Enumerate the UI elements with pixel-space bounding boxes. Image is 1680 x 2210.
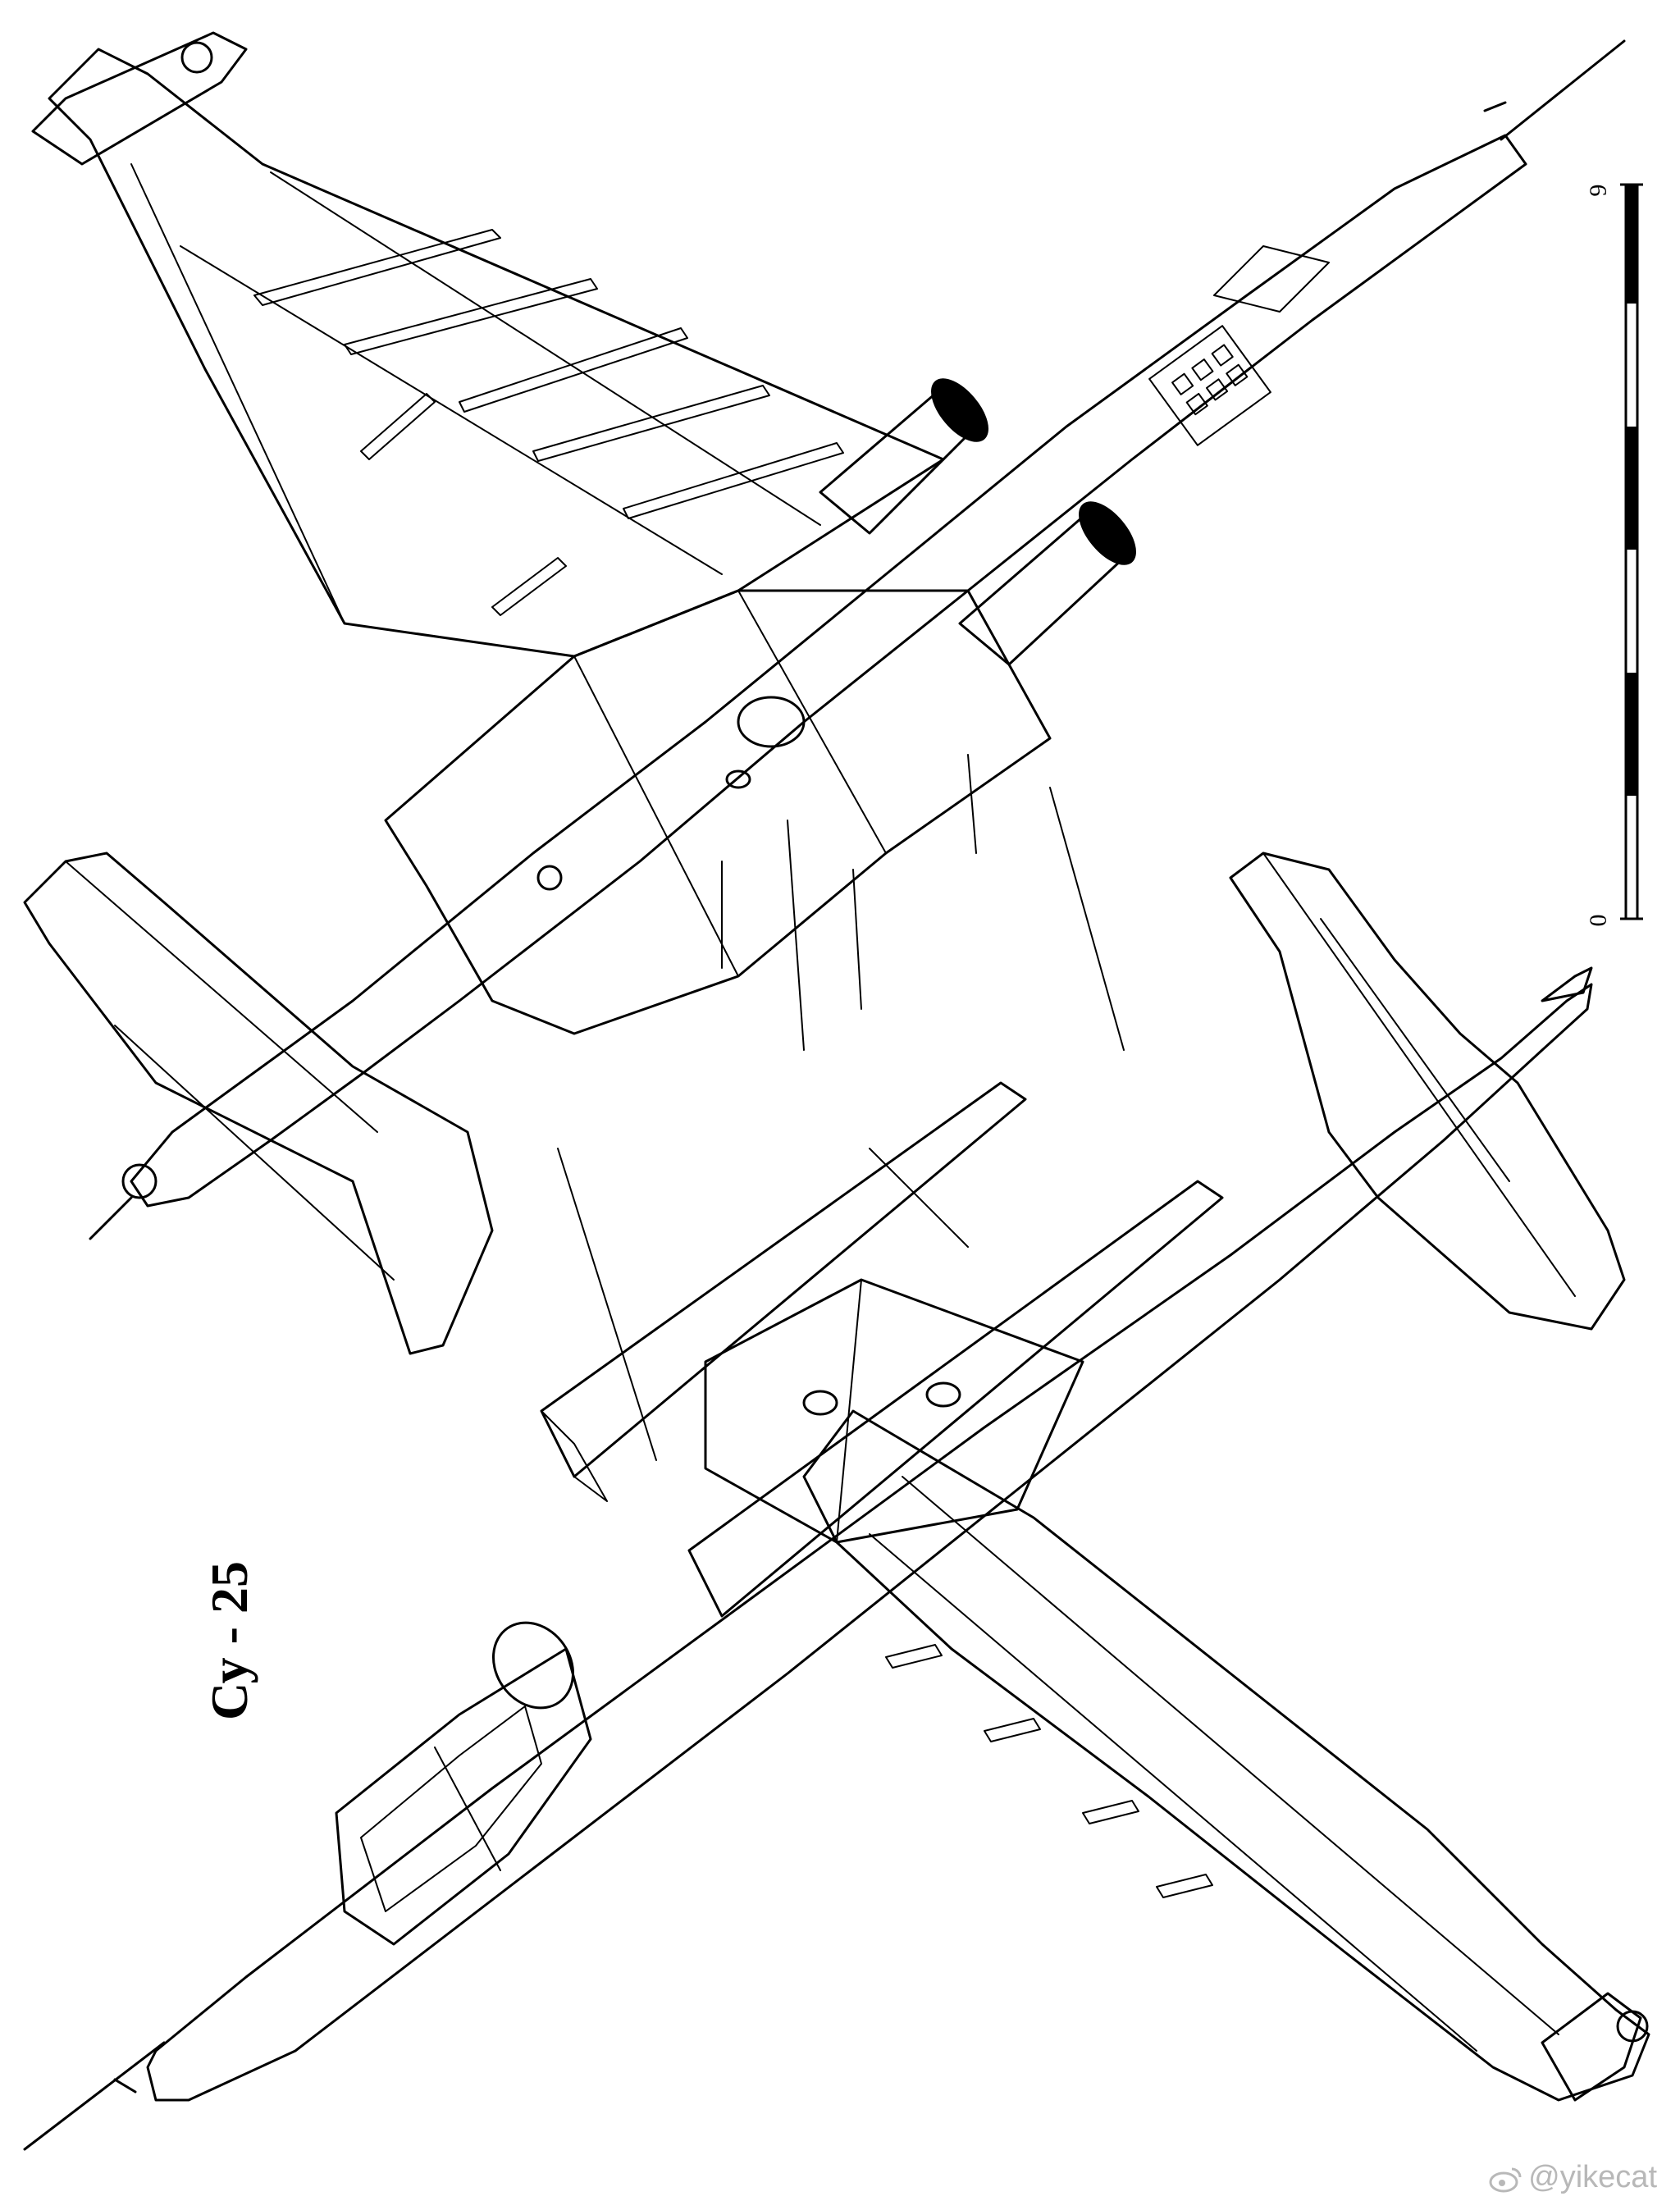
- scale-label-max: 6: [1584, 184, 1612, 197]
- watermark: @yikecat: [1487, 2160, 1657, 2195]
- top-view-aircraft: [23, 31, 1626, 1355]
- watermark-text: @yikecat: [1528, 2160, 1657, 2194]
- scale-label-min: 0: [1584, 914, 1612, 927]
- weibo-icon: [1489, 2167, 1522, 2193]
- bottom-view-aircraft: [23, 852, 1650, 2151]
- construction-lines: [557, 754, 1125, 1461]
- scale-bar: [1620, 183, 1643, 920]
- aircraft-designation-title: Су - 25: [200, 1561, 258, 1720]
